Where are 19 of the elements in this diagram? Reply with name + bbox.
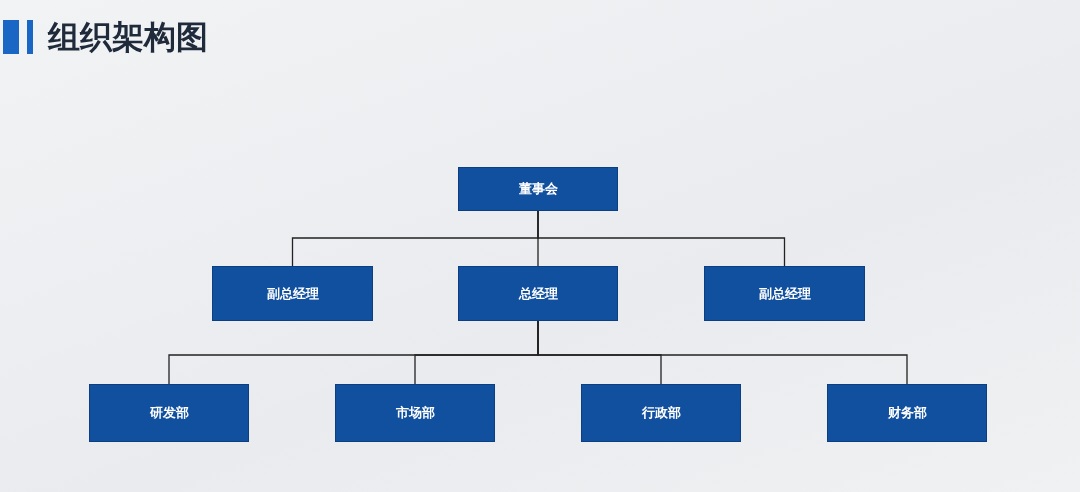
box-label: 市场部 bbox=[395, 404, 435, 422]
box-label: 董事会 bbox=[518, 180, 558, 198]
box-label: 研发部 bbox=[149, 404, 189, 422]
org-box bbox=[581, 384, 741, 442]
org-box bbox=[827, 384, 987, 442]
org-box bbox=[89, 384, 249, 442]
box-label: 行政部 bbox=[641, 404, 681, 422]
box-label: 财务部 bbox=[887, 404, 927, 422]
box-label: 副总经理 bbox=[266, 284, 319, 303]
org-box bbox=[458, 167, 618, 211]
connector-line bbox=[537, 320, 908, 385]
box-label: 总经理 bbox=[518, 284, 558, 303]
connector-line bbox=[537, 210, 786, 267]
diagram-title: 组织架构图 bbox=[48, 17, 208, 58]
org-box bbox=[335, 384, 495, 442]
org-box bbox=[458, 266, 618, 321]
org-box bbox=[704, 266, 865, 321]
org-box bbox=[212, 266, 373, 321]
box-label: 副总经理 bbox=[758, 284, 811, 303]
